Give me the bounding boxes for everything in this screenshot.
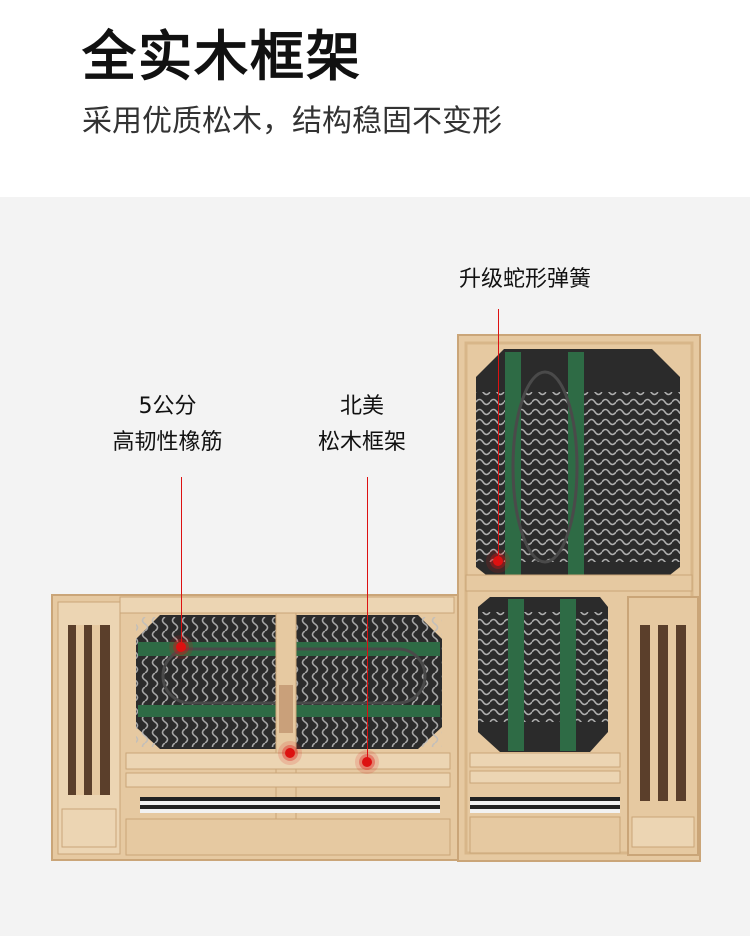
callout-elastic-line2: 高韧性橡筋 [112, 430, 223, 455]
callout-frame-dot [362, 757, 372, 767]
callout-spring-label: 升级蛇形弹簧 [458, 267, 591, 292]
page-title: 全实木框架 [82, 25, 362, 88]
main-sofa-unit [51, 594, 459, 861]
callout-spring-dot [493, 556, 503, 566]
callout-elastic-dot [176, 642, 186, 652]
callout-elastic-line1: 5公分 [138, 394, 197, 419]
callout-frame-label: 北美 松木框架 [302, 389, 422, 461]
callout-frame-line2: 松木框架 [317, 430, 406, 455]
callout-spring-line [498, 309, 499, 559]
callout-frame-line1: 北美 [339, 394, 384, 419]
product-stage: 升级蛇形弹簧 5公分 高韧性橡筋 北美 松木框架 [0, 197, 750, 936]
center-post-marker [285, 748, 295, 758]
right-arm [627, 596, 699, 856]
page-subtitle: 采用优质松木，结构稳固不变形 [82, 104, 502, 139]
callout-elastic-line [181, 477, 182, 645]
callout-frame-line [367, 477, 368, 760]
callout-elastic-label: 5公分 高韧性橡筋 [100, 389, 235, 461]
sofa-frame-illustration [51, 334, 701, 862]
